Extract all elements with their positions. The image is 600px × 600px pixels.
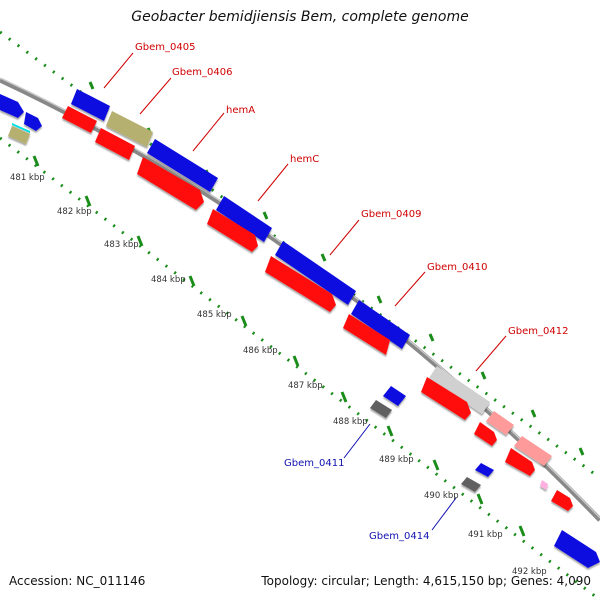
major-tick — [262, 211, 269, 220]
forward-gene[interactable] — [275, 241, 356, 305]
major-tick — [376, 295, 383, 304]
map-title: Geobacter bemidjiensis Bem, complete gen… — [131, 9, 469, 25]
reverse-gene[interactable] — [265, 256, 336, 312]
kbp-label: 490 kbp — [424, 491, 459, 501]
reverse-gene[interactable] — [540, 480, 548, 490]
forward-gene[interactable] — [429, 366, 490, 414]
major-tick — [428, 333, 435, 342]
reverse-gene[interactable] — [207, 209, 258, 252]
callout-line — [431, 497, 457, 531]
gene-label-gbem-0405[interactable]: Gbem_0405 — [135, 42, 195, 53]
major-tick — [476, 493, 484, 505]
major-tick — [432, 459, 440, 471]
gene-label-hema[interactable]: hemA — [226, 105, 255, 116]
gene-label-gbem-0406[interactable]: Gbem_0406 — [172, 67, 232, 78]
forward-gene[interactable] — [24, 112, 42, 131]
kbp-label: 481 kbp — [10, 173, 45, 183]
forward-gene[interactable] — [461, 477, 481, 492]
major-tick — [84, 195, 92, 207]
major-tick — [340, 391, 348, 403]
kbp-label: 485 kbp — [197, 310, 232, 320]
forward-gene[interactable] — [351, 300, 410, 349]
reverse-gene[interactable] — [474, 422, 497, 446]
major-tick — [32, 155, 40, 167]
major-tick — [386, 425, 394, 437]
kbp-label: 491 kbp — [468, 530, 503, 540]
reverse-gene[interactable] — [12, 123, 30, 133]
reverse-gene[interactable] — [551, 490, 573, 511]
major-tick — [480, 371, 487, 380]
major-tick — [530, 409, 537, 418]
forward-gene[interactable] — [216, 196, 272, 242]
forward-gene[interactable] — [514, 436, 552, 466]
kbp-label: 492 kbp — [512, 567, 547, 577]
forward-gene[interactable] — [486, 411, 514, 435]
accession-text: Accession: NC_011146 — [9, 574, 146, 588]
forward-gene[interactable] — [106, 111, 153, 147]
major-tick — [292, 355, 300, 367]
callout-line — [257, 163, 289, 202]
reverse-gene[interactable] — [62, 106, 97, 133]
kbp-label: 483 kbp — [104, 240, 139, 250]
callout-line — [394, 271, 426, 307]
reverse-gene[interactable] — [505, 448, 535, 476]
callout-line — [192, 112, 225, 152]
callout-line — [329, 219, 360, 256]
callout-line — [343, 423, 371, 459]
forward-gene[interactable] — [475, 463, 494, 477]
major-tick — [88, 81, 95, 90]
gene-label-gbem-0412[interactable]: Gbem_0412 — [508, 326, 568, 337]
forward-gene[interactable] — [554, 530, 600, 568]
genome-summary-text: Topology: circular; Length: 4,615,150 bp… — [261, 574, 591, 588]
forward-gene[interactable] — [0, 94, 24, 118]
kbp-label: 489 kbp — [379, 455, 414, 465]
tick-rows — [0, 30, 600, 600]
callout-line — [475, 335, 507, 372]
kbp-label: 488 kbp — [333, 417, 368, 427]
major-tick — [240, 315, 248, 327]
reverse-gene[interactable] — [421, 377, 471, 420]
gene-label-hemc[interactable]: hemC — [290, 154, 319, 165]
callout-line — [103, 52, 134, 89]
major-tick — [188, 275, 196, 287]
gene-label-gbem-0410[interactable]: Gbem_0410 — [427, 262, 487, 273]
forward-gene[interactable] — [370, 400, 392, 418]
kbp-label: 486 kbp — [243, 346, 278, 356]
forward-gene[interactable] — [147, 139, 218, 192]
kbp-label: 482 kbp — [57, 207, 92, 217]
major-tick — [136, 235, 144, 247]
major-tick — [578, 447, 585, 456]
gene-label-gbem-0411[interactable]: Gbem_0411 — [284, 458, 344, 469]
major-tick — [320, 253, 327, 262]
callout-line — [139, 77, 172, 115]
kbp-label: 484 kbp — [151, 275, 186, 285]
reverse-gene[interactable] — [137, 157, 204, 210]
gene-label-gbem-0414[interactable]: Gbem_0414 — [369, 531, 429, 542]
reverse-gene[interactable] — [343, 314, 390, 355]
reverse-gene[interactable] — [95, 128, 135, 160]
reverse-gene[interactable] — [8, 126, 30, 144]
kbp-label: 487 kbp — [288, 381, 323, 391]
gene-label-gbem-0409[interactable]: Gbem_0409 — [361, 209, 421, 220]
forward-gene[interactable] — [71, 89, 110, 121]
major-tick — [518, 525, 526, 537]
forward-gene[interactable] — [383, 386, 406, 406]
